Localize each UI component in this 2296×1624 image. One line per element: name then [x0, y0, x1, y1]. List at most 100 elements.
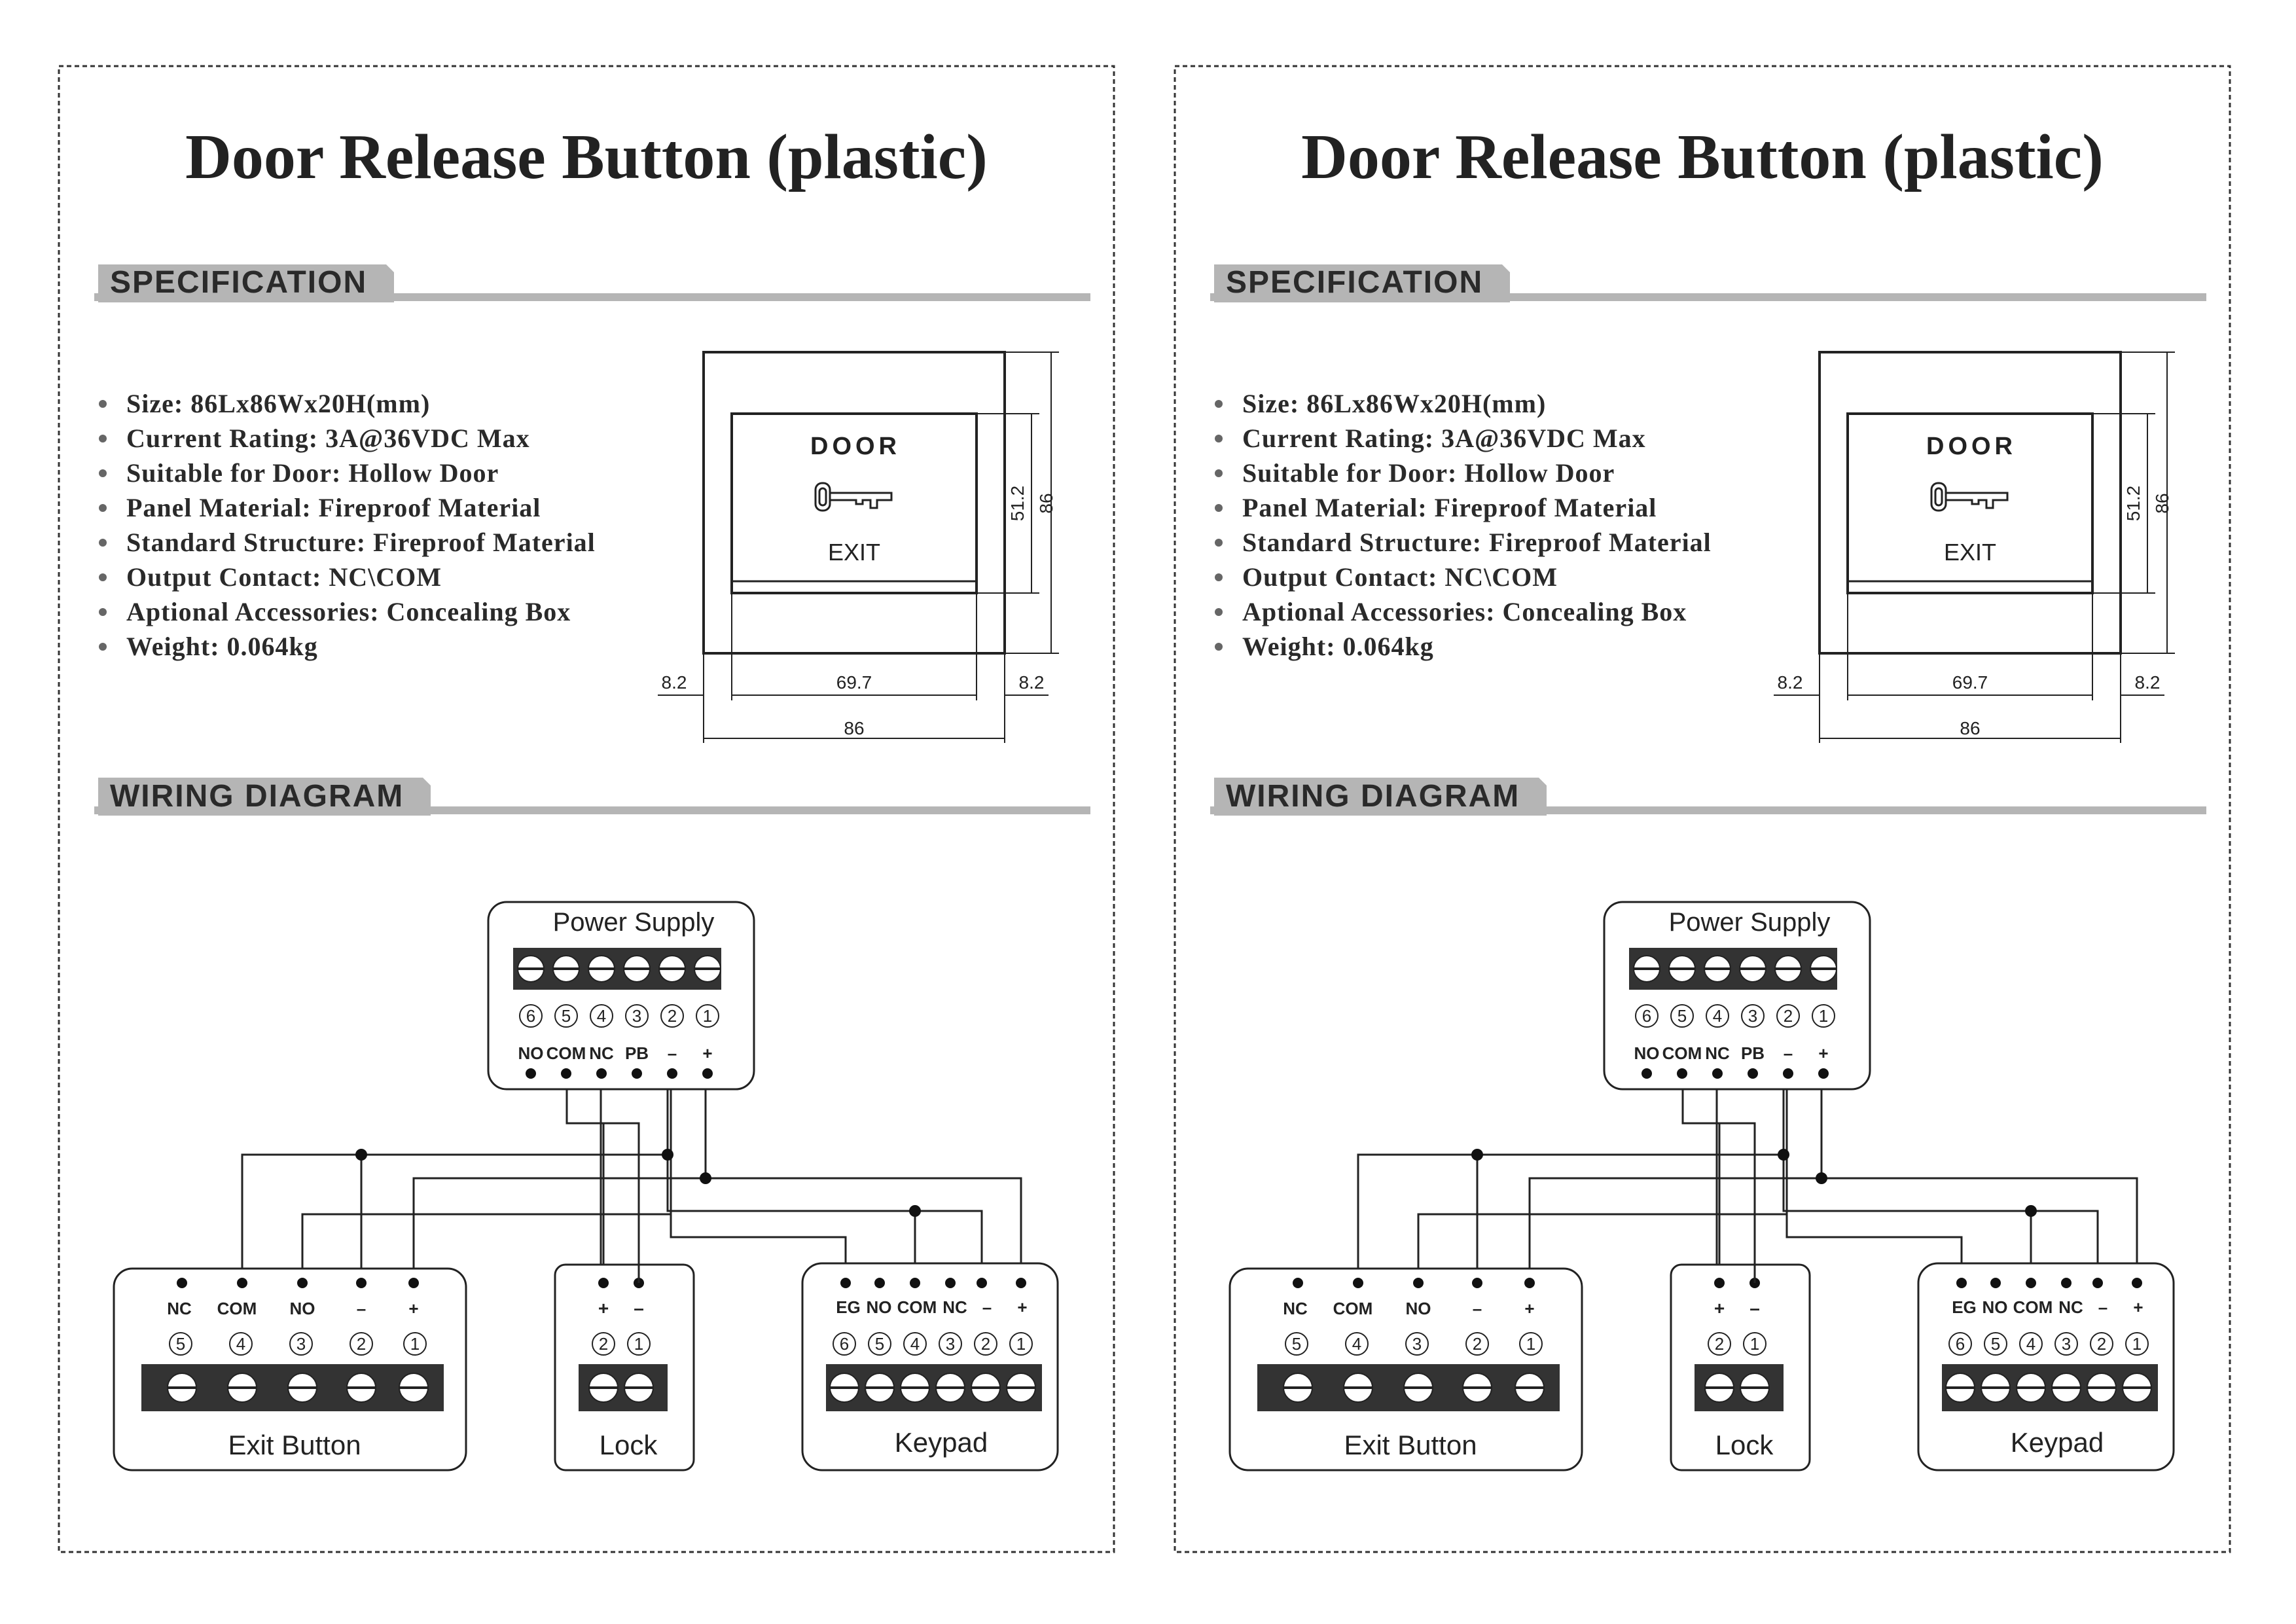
- terminal-label: –: [982, 1297, 992, 1317]
- terminal-number: 4: [910, 1334, 920, 1354]
- lock-module: + – 2 1 Lock: [1670, 1122, 1811, 1471]
- door-label: DOOR: [1926, 433, 2017, 460]
- exit-label: EXIT: [828, 539, 880, 566]
- terminal-label: NC: [167, 1299, 192, 1318]
- terminal-label: –: [2098, 1297, 2108, 1317]
- terminal-number: 4: [236, 1334, 245, 1354]
- terminal-number: 5: [875, 1334, 884, 1354]
- terminal-number: 6: [1642, 1006, 1651, 1026]
- dimension-drawing: [1774, 351, 2175, 743]
- terminal-number: 2: [1784, 1006, 1793, 1026]
- screw-terminals: [1633, 955, 1837, 983]
- terminal-label: –: [1784, 1043, 1793, 1063]
- terminal-number: 4: [597, 1006, 606, 1026]
- dim-left: 8.2: [662, 672, 687, 693]
- terminal-number: 3: [1748, 1006, 1757, 1026]
- spec-list: Size: 86Lx86Wx20H(mm) Current Rating: 3A…: [1215, 389, 1712, 661]
- terminal-number: 1: [634, 1334, 643, 1354]
- terminal-label: EG: [836, 1297, 861, 1317]
- terminal-label: NO: [290, 1299, 315, 1318]
- terminal-number: 4: [2026, 1334, 2036, 1354]
- keypad-label: Keypad: [2011, 1427, 2104, 1458]
- dim-left: 8.2: [1778, 672, 1803, 693]
- wiring-lines: [1357, 1074, 2138, 1283]
- dim-total: 86: [844, 718, 864, 738]
- wire-junctions: [1471, 1149, 2037, 1217]
- terminal-label: NC: [2058, 1297, 2083, 1317]
- terminal-number: 1: [1819, 1006, 1828, 1026]
- terminal-number: 1: [1016, 1334, 1026, 1354]
- terminal-number: 1: [1750, 1334, 1759, 1354]
- terminal-label: NO: [1634, 1043, 1660, 1063]
- wire-junctions: [355, 1149, 921, 1217]
- spec-item: Standard Structure: Fireproof Material: [1242, 528, 1712, 557]
- exit-button-module: NC COM NO – + 5 4 3 2 1: [1229, 1267, 1583, 1471]
- terminal-number: 1: [410, 1334, 420, 1354]
- terminal-label: NC: [1705, 1043, 1730, 1063]
- terminal-number: 6: [840, 1334, 849, 1354]
- exit-button-module: NC COM NO – + 5 4 3 2 1: [113, 1267, 467, 1471]
- terminal-number: 2: [599, 1334, 608, 1354]
- power-supply-module: Power Supply 6 5 4 3 2: [487, 901, 755, 1091]
- spec-item: Output Contact: NC\COM: [1242, 562, 1558, 592]
- terminal-label: +: [1017, 1297, 1027, 1317]
- wiring-header: WIRING DIAGRAM: [1210, 778, 2206, 816]
- terminal-label: NC: [589, 1043, 614, 1063]
- terminal-number: 5: [1292, 1334, 1301, 1354]
- terminal-label: COM: [2013, 1297, 2053, 1317]
- terminal-number: 5: [1991, 1334, 2000, 1354]
- terminal-label: –: [1749, 1298, 1760, 1318]
- terminal-number: 2: [1715, 1334, 1724, 1354]
- keypad-label: Keypad: [895, 1427, 988, 1458]
- terminal-label: –: [1473, 1299, 1482, 1318]
- terminal-label: –: [634, 1298, 644, 1318]
- spec-item: Suitable for Door: Hollow Door: [1242, 458, 1615, 488]
- terminal-label: NC: [1283, 1299, 1308, 1318]
- terminal-number: 2: [668, 1006, 677, 1026]
- terminal-number: 4: [1352, 1334, 1361, 1354]
- page-title: Door Release Button (plastic): [185, 122, 988, 192]
- dim-height: 86: [1036, 493, 1056, 513]
- dimension-drawing: [658, 351, 1059, 743]
- door-label: DOOR: [810, 433, 901, 460]
- terminal-label: COM: [217, 1299, 257, 1318]
- terminal-label: EG: [1952, 1297, 1977, 1317]
- terminal-number: 3: [296, 1334, 306, 1354]
- panel-border: [1174, 65, 2231, 1553]
- terminal-label: +: [1818, 1043, 1828, 1063]
- terminal-label: NO: [1406, 1299, 1431, 1318]
- exit-button-label: Exit Button: [228, 1430, 361, 1460]
- terminal-label: PB: [625, 1043, 649, 1063]
- power-supply-terminal-block: [513, 948, 721, 990]
- key-icon: [1930, 482, 2009, 512]
- spec-item: Aptional Accessories: Concealing Box: [1242, 597, 1687, 626]
- terminal-label: –: [668, 1043, 677, 1063]
- terminal-label: +: [1714, 1298, 1725, 1318]
- terminal-number: 2: [2097, 1334, 2106, 1354]
- terminal-label: NO: [867, 1297, 892, 1317]
- datasheet-panel: Door Release Button (plastic) SPECIFICAT…: [58, 65, 1115, 1553]
- terminal-number: 3: [632, 1006, 641, 1026]
- lock-module: + – 2 1 Lock: [554, 1122, 695, 1471]
- terminal-number: 5: [176, 1334, 185, 1354]
- terminal-dots: [1293, 1278, 1535, 1288]
- lock-label: Lock: [600, 1430, 658, 1460]
- key-icon: [814, 482, 893, 512]
- wiring-heading: WIRING DIAGRAM: [1226, 779, 1520, 814]
- panel-border: [58, 65, 1115, 1553]
- keypad-module: EG NO COM NC – + 6 5 4 3 2 1: [801, 1262, 1059, 1471]
- terminal-label: NC: [942, 1297, 967, 1317]
- terminal-dots: [1956, 1278, 2142, 1288]
- terminal-number: 5: [1677, 1006, 1687, 1026]
- terminal-number: 3: [1412, 1334, 1422, 1354]
- dim-center: 69.7: [836, 672, 872, 693]
- terminal-label: PB: [1741, 1043, 1765, 1063]
- terminal-number: 5: [562, 1006, 571, 1026]
- spec-item: Output Contact: NC\COM: [126, 562, 442, 592]
- wiring-heading: WIRING DIAGRAM: [110, 779, 404, 814]
- spec-item: Suitable for Door: Hollow Door: [126, 458, 499, 488]
- dim-inner-height: 51.2: [1007, 486, 1028, 522]
- exit-button-label: Exit Button: [1344, 1430, 1477, 1460]
- screw-terminals: [167, 1373, 429, 1403]
- outer-plate: [702, 351, 1006, 655]
